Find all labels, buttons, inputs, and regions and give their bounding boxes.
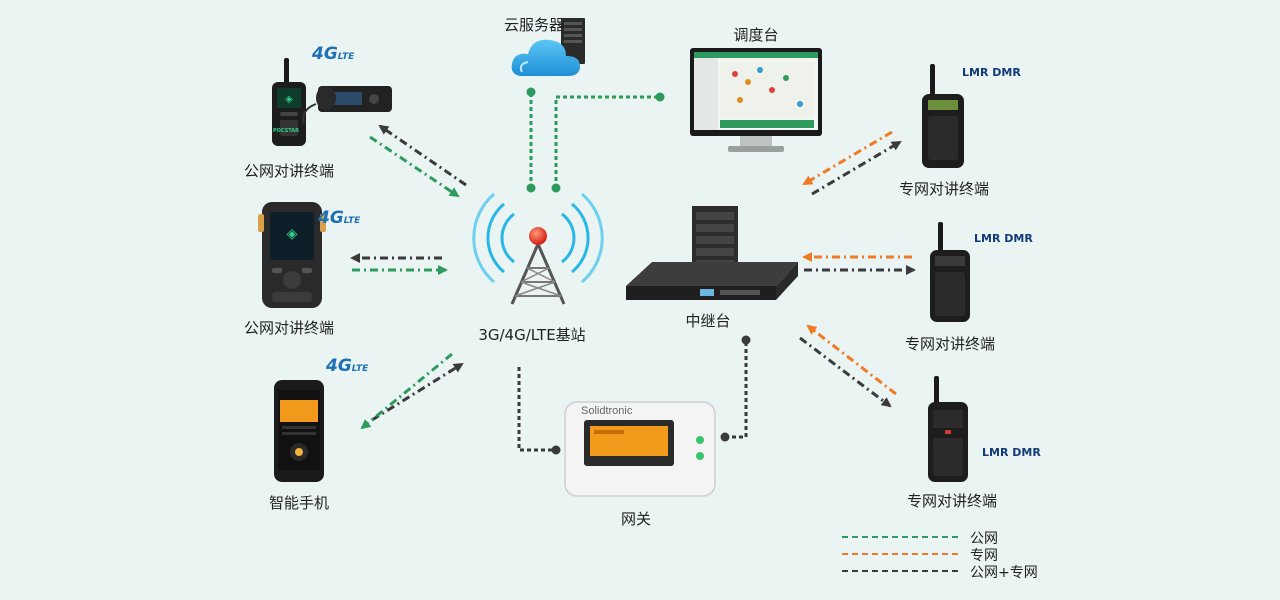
legend-item-public: 公网 [842, 528, 1062, 547]
label-private-terminal-1: 专网对讲终端 [898, 180, 990, 198]
label-public-terminal-1: 公网对讲终端 [243, 162, 335, 180]
base-station-tower-icon [472, 192, 604, 305]
cloud-server-icon [511, 18, 585, 76]
private-terminal-2-icon [930, 222, 970, 322]
label-cloud-server: 云服务器 [503, 16, 565, 34]
lmr-dmr-badge-1: LMR DMR [962, 66, 1021, 79]
arrow-phone-to-station [371, 362, 464, 422]
svg-text:◈: ◈ [285, 94, 293, 105]
legend-line-public [842, 536, 958, 538]
label-base-station: 3G/4G/LTE基站 [478, 326, 586, 344]
legend-item-private: 专网 [842, 545, 1062, 564]
lte-badge-3: 4GLTE [326, 356, 369, 376]
legend-label-private: 专网 [970, 548, 998, 564]
legend-label-combined: 公网+专网 [970, 565, 1038, 581]
dispatch-monitor-icon [690, 48, 822, 152]
label-private-terminal-2: 专网对讲终端 [904, 335, 996, 353]
arrow-station-to-pt1 [378, 124, 467, 187]
label-private-terminal-3: 专网对讲终端 [906, 492, 998, 510]
legend-line-private [842, 553, 958, 555]
link-station-cloud-b [554, 95, 660, 188]
lte-badge-1: 4GLTE [312, 44, 355, 64]
arrow-repeater-to-priv1 [811, 140, 902, 196]
arrow-priv1-to-repeater [802, 130, 893, 186]
private-terminal-3-icon [928, 376, 968, 482]
label-dispatch: 调度台 [733, 26, 779, 44]
arrow-pt1-to-station [369, 135, 460, 198]
link-station-gateway [517, 367, 556, 452]
gateway-icon: Solidtronic [564, 401, 716, 497]
label-smartphone: 智能手机 [268, 494, 330, 512]
label-repeater: 中继台 [685, 312, 731, 330]
label-gateway: 网关 [620, 510, 652, 528]
arrow-priv3-to-repeater [806, 324, 897, 396]
legend-item-combined: 公网+专网 [842, 562, 1062, 581]
public-terminal-1-icon: ◈ [272, 58, 392, 146]
smartphone-icon [274, 380, 324, 482]
link-gateway-repeater [725, 340, 748, 439]
label-public-terminal-2: 公网对讲终端 [243, 319, 335, 337]
arrow-repeater-to-priv3 [799, 336, 892, 408]
lmr-dmr-badge-2: LMR DMR [974, 232, 1033, 245]
legend: 公网 专网 公网+专网 [842, 528, 1062, 581]
lmr-dmr-badge-3: LMR DMR [982, 446, 1041, 459]
private-terminal-1-icon [922, 64, 964, 168]
arrow-station-to-phone [360, 352, 453, 430]
lte-badge-2: 4GLTE [318, 208, 361, 228]
pocstar-brand-text: POCSTAR [273, 128, 300, 134]
gateway-brand-text: Solidtronic [581, 405, 633, 417]
public-terminal-2-icon: ◈ [258, 202, 326, 308]
svg-text:◈: ◈ [287, 226, 298, 242]
repeater-icon [626, 206, 798, 300]
legend-label-public: 公网 [970, 531, 998, 547]
legend-line-combined [842, 570, 958, 572]
